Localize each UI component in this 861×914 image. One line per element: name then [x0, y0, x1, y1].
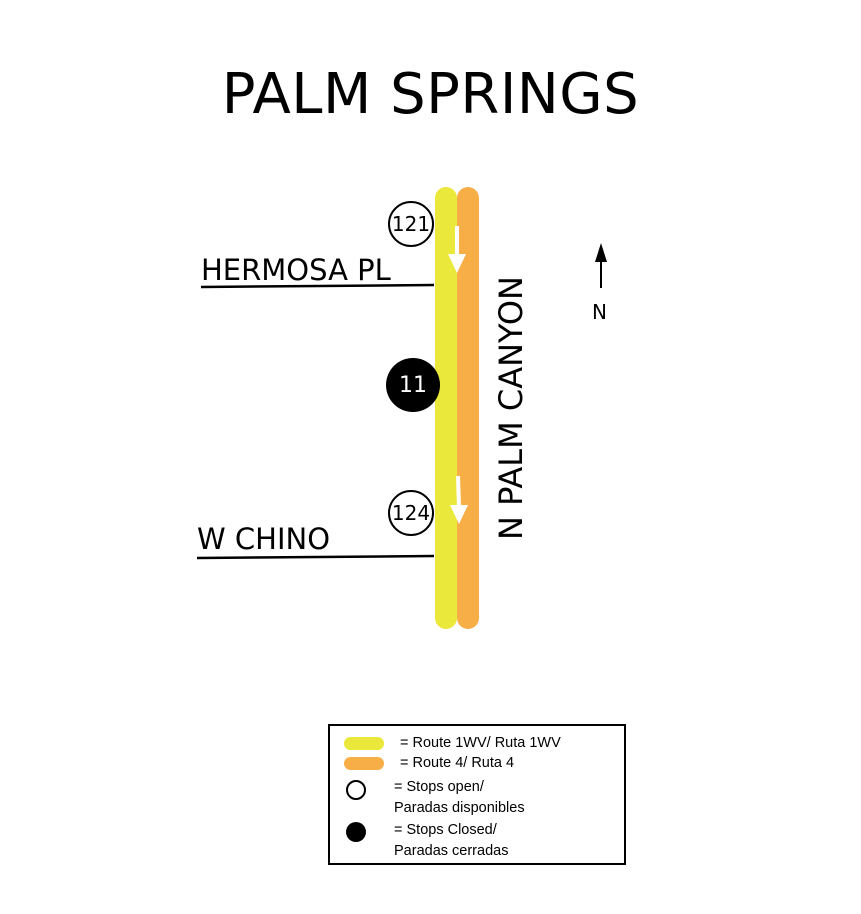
route-4-swatch — [344, 757, 384, 770]
legend-label: = Route 4/ Ruta 4 — [400, 755, 515, 771]
legend-label: Paradas disponibles — [394, 800, 525, 816]
stop-marker-11[interactable]: 11 — [386, 358, 440, 412]
street-label-hermosa-pl: HERMOSA PL — [201, 253, 391, 287]
direction-arrow-icon — [448, 226, 466, 273]
page-title: PALM SPRINGS — [221, 62, 640, 127]
street-label-n-palm-canyon: N PALM CANYON — [492, 276, 530, 540]
direction-arrow-icon — [450, 475, 468, 524]
w-chino-line — [196, 554, 435, 560]
stop-number: 124 — [391, 501, 431, 525]
stop-number: 121 — [391, 212, 431, 236]
route-1wv-swatch — [344, 737, 384, 750]
hermosa-pl-line — [200, 283, 435, 289]
map-legend: = Route 1WV/ Ruta 1WV = Route 4/ Ruta 4 … — [328, 724, 626, 865]
stop-marker-124[interactable]: 124 — [388, 490, 434, 536]
north-arrow-icon — [595, 243, 607, 288]
legend-label: = Stops Closed/ — [394, 822, 497, 838]
north-label: N — [592, 300, 607, 324]
stop-marker-121[interactable]: 121 — [388, 201, 434, 247]
open-stop-icon — [346, 780, 366, 800]
closed-stop-icon — [346, 822, 366, 842]
legend-label: = Route 1WV/ Ruta 1WV — [400, 735, 561, 751]
stop-number: 11 — [399, 372, 427, 398]
legend-label: Paradas cerradas — [394, 843, 509, 859]
street-label-w-chino: W CHINO — [197, 522, 331, 556]
legend-label: = Stops open/ — [394, 779, 484, 795]
